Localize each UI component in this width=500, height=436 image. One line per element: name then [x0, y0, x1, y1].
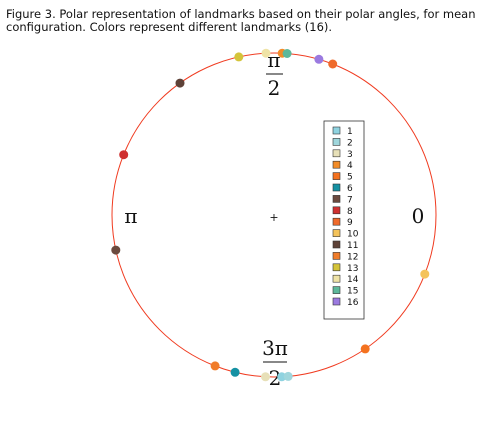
- angle-label-half-pi-numerator: π: [267, 48, 280, 72]
- legend-swatch-15: [332, 286, 341, 294]
- legend-swatch-2: [332, 138, 341, 146]
- angle-label-three-half-pi-denominator: 2: [269, 366, 282, 390]
- legend-label-6: 6: [347, 184, 353, 194]
- legend-label-4: 4: [347, 161, 353, 171]
- point-landmark-13: [234, 52, 244, 62]
- legend-swatch-7: [332, 195, 341, 203]
- point-landmark-16: [314, 54, 324, 64]
- angle-label-pi: π: [124, 204, 137, 228]
- point-landmark-15: [282, 49, 292, 58]
- point-landmark-2: [283, 371, 293, 381]
- center-marker: +: [269, 211, 278, 224]
- legend-swatch-12: [332, 252, 341, 260]
- point-landmark-5: [360, 344, 370, 354]
- angle-label-0: 0: [412, 204, 425, 228]
- point-landmark-10: [420, 269, 430, 279]
- legend-swatch-8: [332, 206, 341, 215]
- legend-swatch-11: [332, 240, 341, 249]
- point-landmark-8: [119, 150, 129, 160]
- legend-swatch-4: [332, 160, 341, 169]
- legend-swatch-9: [332, 217, 341, 226]
- legend-swatch-16: [332, 297, 341, 306]
- point-landmark-6: [230, 367, 240, 377]
- legend-label-2: 2: [347, 138, 353, 148]
- legend-label-14: 14: [347, 275, 359, 285]
- point-landmark-14: [261, 48, 271, 58]
- legend-label-7: 7: [347, 195, 353, 205]
- legend-swatch-10: [332, 229, 341, 237]
- legend-swatch-3: [332, 149, 341, 158]
- point-landmark-9: [328, 59, 338, 69]
- angle-label-half-pi-denominator: 2: [268, 76, 281, 100]
- legend-label-5: 5: [347, 173, 353, 183]
- point-landmark-3: [261, 372, 270, 382]
- legend-label-3: 3: [347, 150, 353, 160]
- legend-label-15: 15: [347, 287, 358, 297]
- legend-label-1: 1: [347, 127, 353, 137]
- legend-label-9: 9: [347, 218, 353, 228]
- point-landmark-12: [210, 361, 220, 371]
- legend-box: [323, 120, 365, 320]
- legend-label-12: 12: [347, 252, 358, 262]
- legend-swatch-14: [332, 274, 341, 283]
- point-landmark-7: [111, 245, 121, 255]
- legend-swatch-6: [332, 183, 341, 192]
- point-landmark-11: [175, 78, 185, 88]
- figure-caption: Figure 3. Polar representation of landma…: [6, 7, 476, 34]
- legend-label-11: 11: [347, 241, 358, 251]
- legend-label-16: 16: [347, 298, 359, 308]
- points-layer: [111, 48, 430, 382]
- legend-label-10: 10: [347, 230, 359, 240]
- unit-circle: [111, 52, 437, 378]
- legend-swatch-5: [332, 172, 341, 180]
- legend-swatch-13: [332, 263, 341, 272]
- angle-label-three-half-pi-numerator: 3π: [262, 336, 288, 360]
- point-landmark-1: [277, 372, 287, 382]
- legend-label-13: 13: [347, 264, 358, 274]
- legend-label-8: 8: [347, 207, 353, 217]
- legend-swatch-1: [332, 126, 341, 135]
